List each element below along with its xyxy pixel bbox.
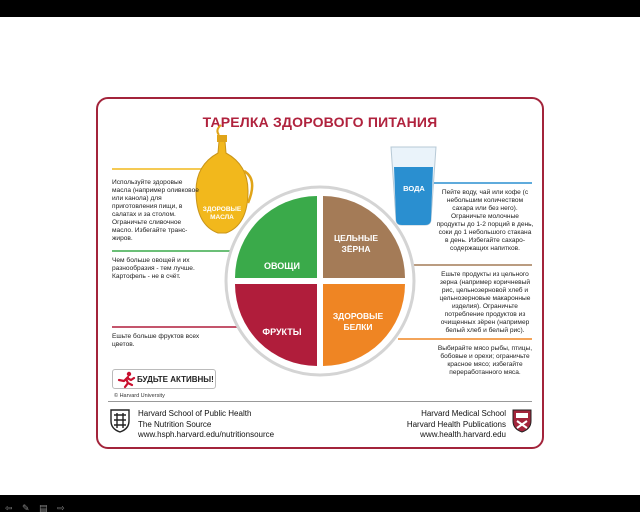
harvard-shield-icon [110, 409, 130, 433]
runner-icon [117, 371, 136, 389]
harvard-medical-shield-icon [512, 409, 532, 433]
previous-slide-icon[interactable]: ⇦ [5, 504, 13, 512]
oil-label-line2: МАСЛА [210, 214, 234, 221]
protein-segment [323, 284, 405, 366]
healthy-plate-card: ТАРЕЛКА ЗДОРОВОГО ПИТАНИЯ ЗДОРОВЫЕ МАСЛА [96, 97, 544, 449]
footer-health-publications: Harvard Health Publications [406, 419, 506, 429]
copyright-text: © Harvard University [114, 393, 165, 399]
grains-segment [323, 196, 405, 278]
fruits-note: Ешьте больше фруктов всех цветов. [112, 333, 200, 348]
healthy-plate-diagram: ЗДОРОВЫЕ МАСЛА ВОДА ОВОЩИ ЦЕЛЬНЫЕ ЗЁРНА … [112, 124, 532, 377]
oil-bottle-icon [195, 124, 254, 234]
slide-player-controls: ⇦ ✎ ▤ ⇨ [5, 498, 70, 512]
footer-nutrition-source: The Nutrition Source [138, 419, 212, 429]
footer-hsph-link[interactable]: www.hsph.harvard.edu/nutritionsource [138, 430, 275, 439]
grains-note: Ешьте продукты из цельного зерна (наприм… [439, 271, 531, 334]
protein-label-line1: ЗДОРОВЫЕ [333, 311, 384, 321]
slide-menu-icon[interactable]: ▤ [39, 504, 48, 512]
page-title: ТАРЕЛКА ЗДОРОВОГО ПИТАНИЯ [202, 114, 438, 130]
footer-left: Harvard School of Public Health The Nutr… [138, 409, 274, 441]
footer-divider [108, 401, 532, 402]
fruits-segment [235, 284, 317, 366]
slide-viewport: ТАРЕЛКА ЗДОРОВОГО ПИТАНИЯ ЗДОРОВЫЕ МАСЛА [0, 17, 640, 512]
be-active-label: БУДЬТЕ АКТИВНЫ! [137, 375, 214, 384]
grains-label-line2: ЗЁРНА [342, 244, 371, 254]
fruits-label: ФРУКТЫ [262, 327, 301, 337]
vegetables-note: Чем больше овощей и их разнообразия - те… [112, 257, 195, 280]
water-label: ВОДА [403, 184, 425, 193]
footer-health-link[interactable]: www.health.harvard.edu [420, 430, 506, 439]
pen-icon[interactable]: ✎ [22, 504, 30, 512]
plate-rim [224, 185, 416, 377]
footer-hsph: Harvard School of Public Health [138, 409, 252, 418]
water-glass-icon [390, 146, 437, 226]
grains-label-line1: ЦЕЛЬНЫЕ [334, 233, 378, 243]
vegetables-segment [235, 196, 317, 278]
vegetables-label: ОВОЩИ [264, 261, 300, 271]
footer-right: Harvard Medical School Harvard Health Pu… [378, 409, 506, 441]
be-active-badge: БУДЬТЕ АКТИВНЫ! [112, 369, 216, 389]
next-slide-icon[interactable]: ⇨ [56, 504, 65, 512]
water-note: Пейте воду, чай или кофе (с небольшим ко… [436, 189, 534, 252]
protein-label-line2: БЕЛКИ [343, 322, 372, 332]
footer-hms: Harvard Medical School [421, 409, 506, 418]
oils-note: Используйте здоровые масла (например оли… [112, 179, 199, 242]
oil-label-line1: ЗДОРОВЫЕ [203, 206, 242, 213]
protein-note: Выбирайте мясо рыбы, птицы, бобовые и ор… [437, 345, 533, 376]
